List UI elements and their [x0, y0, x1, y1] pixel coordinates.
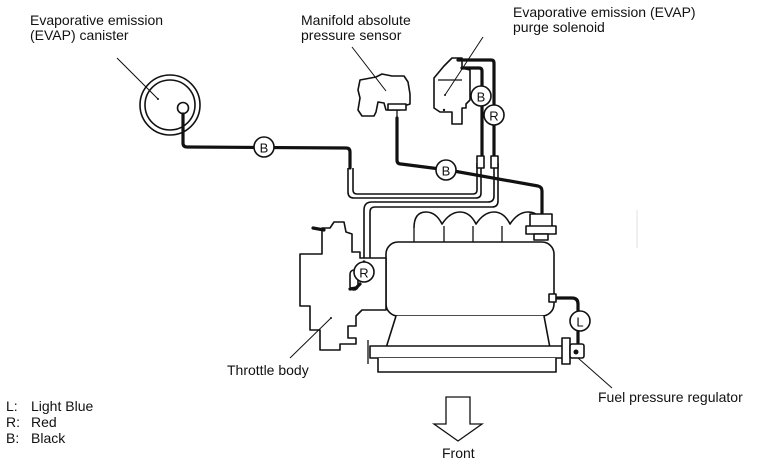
color-legend: L: Light Blue R: Red B: Black	[6, 398, 93, 446]
hose-fitting-b	[476, 155, 485, 169]
plenum	[385, 241, 555, 317]
canister-pipe-inner	[352, 163, 478, 195]
solenoid-leader	[444, 36, 484, 96]
legend-key: L:	[6, 398, 18, 414]
label-evap-canister: Evaporative emission (EVAP) canister	[30, 12, 164, 43]
legend-key: R:	[6, 414, 20, 430]
tag-solenoid-line-2: R	[483, 104, 505, 126]
manifold-port-fitting	[525, 213, 557, 241]
evap-purge-solenoid	[433, 57, 471, 125]
front-arrow-icon	[431, 396, 485, 442]
legend-value: Black	[31, 430, 66, 446]
tag-canister-line: B	[253, 136, 275, 158]
legend-key: B:	[6, 430, 20, 446]
tag-regulator-line: L	[569, 310, 591, 332]
label-purge-solenoid: Evaporative emission (EVAP) purge soleno…	[513, 4, 696, 35]
svg-text:R: R	[359, 266, 368, 281]
svg-text:L: L	[576, 315, 583, 330]
throttle-hose-bottom	[348, 282, 362, 291]
map-hose	[395, 116, 450, 172]
label-front: Front	[442, 445, 475, 461]
throttle-body	[299, 221, 387, 351]
legend-value: Light Blue	[31, 398, 94, 414]
label-fuel-pressure-regulator: Fuel pressure regulator	[598, 389, 743, 405]
solenoid-hose-b	[460, 66, 484, 160]
throttle-pipe-inner	[369, 163, 499, 258]
regulator-hose	[552, 296, 580, 347]
throttle-leader	[289, 317, 332, 359]
map-sensor	[357, 73, 411, 118]
canister-pipe-outer	[347, 163, 482, 199]
throttle-pipe-outer	[363, 163, 495, 258]
legend-item: L: Light Blue	[6, 398, 93, 414]
legend-item: R: Red	[6, 414, 93, 430]
intake-manifold	[367, 211, 571, 373]
svg-text:B: B	[260, 141, 269, 156]
tag-throttle-line: R	[353, 261, 375, 283]
label-throttle-body: Throttle body	[227, 362, 309, 378]
canister-leader	[116, 57, 159, 100]
label-map-sensor: Manifold absolute pressure sensor	[301, 12, 411, 43]
legend-value: Red	[31, 414, 57, 430]
fuel-rail	[369, 345, 571, 359]
legend-item: B: Black	[6, 430, 93, 446]
hose-fitting-r	[490, 155, 499, 169]
regulator-leader	[577, 357, 613, 389]
evap-canister	[139, 74, 201, 136]
svg-text:B: B	[477, 90, 486, 105]
tag-solenoid-line-1: B	[470, 85, 492, 107]
fuel-pressure-regulator	[561, 337, 585, 365]
solenoid-hose-r	[456, 58, 496, 160]
map-hose-to-manifold	[446, 168, 544, 217]
svg-text:R: R	[489, 109, 498, 124]
svg-text:B: B	[442, 164, 451, 179]
tag-map-line: B	[435, 159, 457, 181]
map-sensor-leader	[351, 46, 387, 92]
